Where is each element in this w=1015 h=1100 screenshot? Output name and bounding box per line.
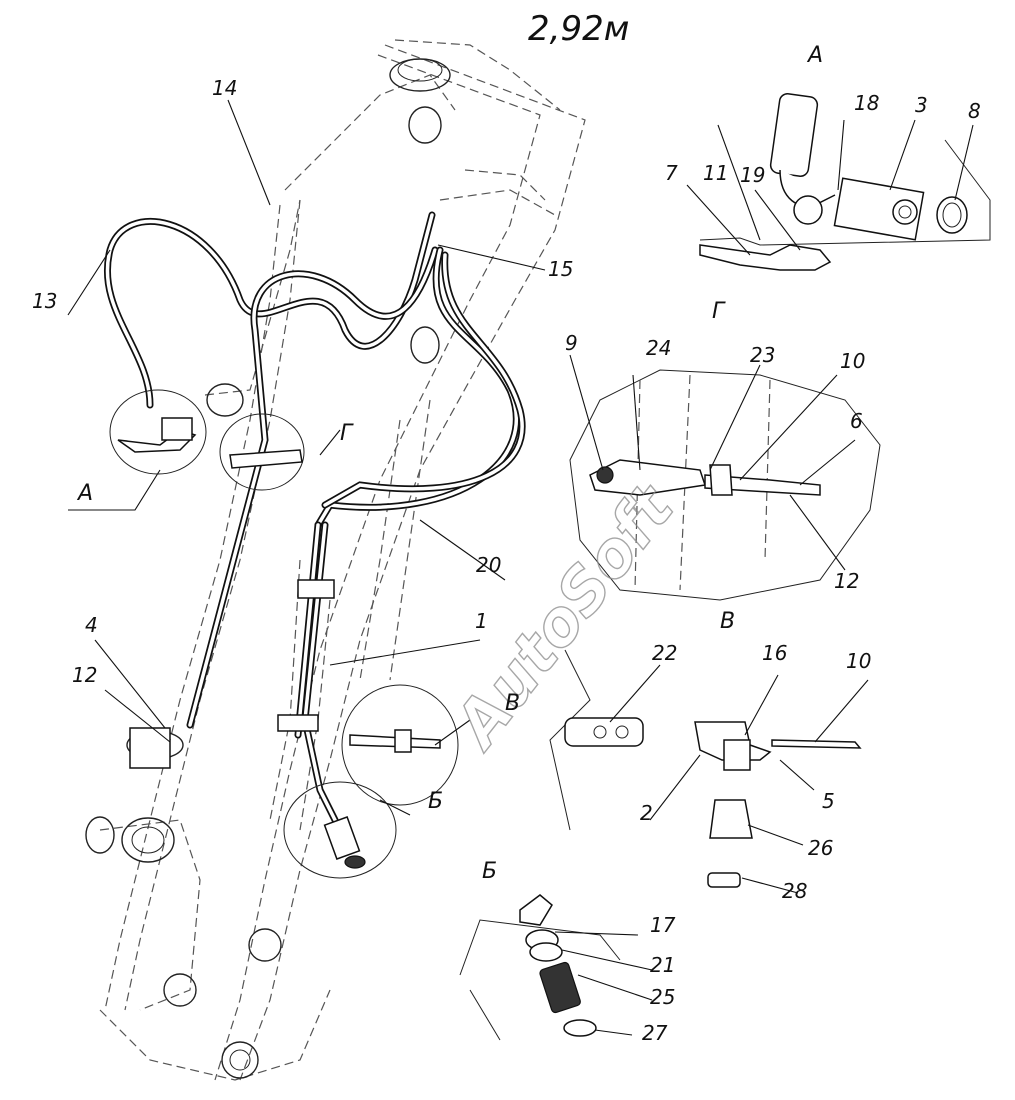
callout-18: 18 <box>854 91 879 115</box>
view-label-v-detail: В <box>720 609 735 634</box>
callout-21: 21 <box>650 953 675 977</box>
detail-b <box>459 894 621 1041</box>
view-label-b-detail: Б <box>482 859 497 884</box>
detail-a <box>699 93 991 271</box>
callout-10-g: 10 <box>840 349 865 373</box>
callout-27: 27 <box>642 1021 668 1045</box>
callout-17: 17 <box>650 913 676 937</box>
callout-4: 4 <box>85 613 98 637</box>
view-label-a-main: А <box>76 481 93 506</box>
drawing-title: 2,92м <box>528 9 629 49</box>
callout-12-g: 12 <box>834 569 859 593</box>
callout-15: 15 <box>548 257 573 281</box>
callout-5: 5 <box>822 789 835 813</box>
arm-structure <box>85 39 586 1081</box>
callout-1: 1 <box>475 609 488 633</box>
view-label-g-detail: Г <box>712 299 726 324</box>
callout-19: 19 <box>740 163 765 187</box>
callout-7: 7 <box>665 161 678 185</box>
callout-13: 13 <box>32 289 57 313</box>
leader-lines <box>67 99 974 1036</box>
callout-2: 2 <box>640 801 653 825</box>
callout-22: 22 <box>652 641 677 665</box>
callout-3: 3 <box>915 93 928 117</box>
detail-v <box>549 649 862 888</box>
callout-26: 26 <box>808 836 833 860</box>
callout-23: 23 <box>750 343 775 367</box>
view-label-g-main: Г <box>340 421 354 446</box>
callout-9: 9 <box>565 331 578 355</box>
detail-circles <box>109 389 459 879</box>
view-label-a-detail: А <box>806 43 823 68</box>
callout-11: 11 <box>703 161 728 185</box>
view-label-v-main: В <box>505 691 520 716</box>
hoses <box>103 211 526 824</box>
callout-28: 28 <box>782 879 807 903</box>
callout-24: 24 <box>646 336 671 360</box>
view-label-b-main: Б <box>428 789 443 814</box>
detail-g <box>569 369 881 601</box>
callout-25: 25 <box>650 985 675 1009</box>
callout-8: 8 <box>968 99 981 123</box>
callout-14: 14 <box>212 76 237 100</box>
callout-20: 20 <box>476 553 501 577</box>
callout-12-main: 12 <box>72 663 97 687</box>
callout-6: 6 <box>850 409 863 433</box>
callout-10-v: 10 <box>846 649 871 673</box>
callout-16: 16 <box>762 641 787 665</box>
